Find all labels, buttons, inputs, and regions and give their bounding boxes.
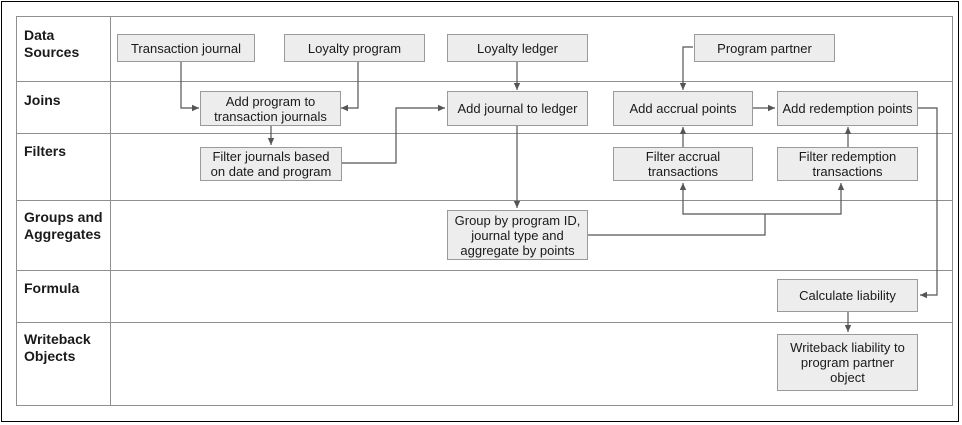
row-label-groups-and-aggregates: Groups and Aggregates [24,209,103,242]
node-add-accrual-points[interactable]: Add accrual points [613,91,753,126]
row-divider [16,322,953,323]
node-calculate-liability[interactable]: Calculate liability [777,279,918,312]
arrow-transaction-journal-to-add-program [180,62,199,112]
row-divider [16,270,953,271]
row-label-joins: Joins [24,92,61,108]
arrow-filter-journals-to-add-journal [342,104,445,164]
node-group-by-program-id[interactable]: Group by program ID, journal type and ag… [447,210,588,260]
node-loyalty-ledger[interactable]: Loyalty ledger [447,34,588,62]
arrow-group-by-to-filters [588,214,766,236]
row-label-writeback-objects: Writeback Objects [24,331,91,364]
row-divider [16,133,953,134]
node-filter-journals[interactable]: Filter journals based on date and progra… [200,147,342,181]
row-divider [16,200,953,201]
arrow-to-filter-redemption [765,183,845,215]
node-add-program-to-transaction-journals[interactable]: Add program to transaction journals [200,91,341,126]
node-program-partner[interactable]: Program partner [694,34,835,62]
arrow-to-filter-accrual [679,183,765,215]
row-label-formula: Formula [24,280,80,296]
node-transaction-journal[interactable]: Transaction journal [117,34,255,62]
label-column-divider [110,16,111,406]
row-divider [16,81,953,82]
row-label-filters: Filters [24,143,67,159]
row-label-data-sources: Data Sources [24,27,80,60]
node-writeback-liability[interactable]: Writeback liability to program partner o… [777,334,918,391]
arrow-program-partner-to-add-accrual [679,46,693,90]
arrow-loyalty-program-to-add-program [341,62,359,112]
node-filter-accrual-transactions[interactable]: Filter accrual transactions [613,147,753,181]
node-loyalty-program[interactable]: Loyalty program [284,34,425,62]
swimlane-grid [16,16,953,406]
node-filter-redemption-transactions[interactable]: Filter redemption transactions [777,147,918,181]
node-add-journal-to-ledger[interactable]: Add journal to ledger [447,91,588,126]
node-add-redemption-points[interactable]: Add redemption points [777,91,918,126]
arrow-add-redemption-to-calculate-liability [918,107,938,299]
